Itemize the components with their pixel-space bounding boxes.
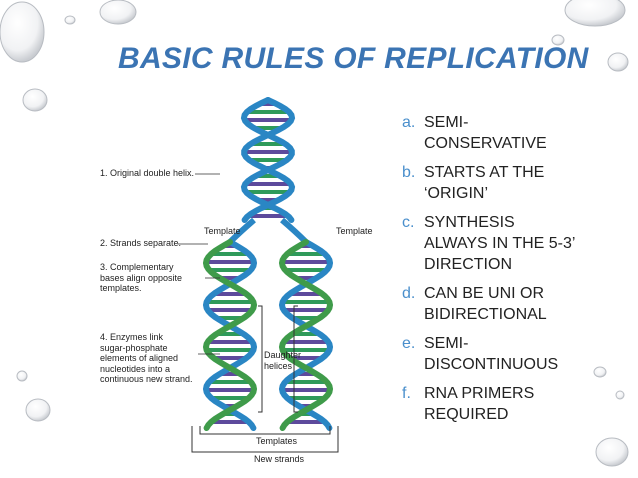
base-pair [298, 412, 313, 416]
base-pair [282, 348, 330, 352]
base-pair [245, 190, 290, 194]
base-pair [292, 316, 320, 320]
rule-item: a. SEMI- CONSERVATIVE [402, 112, 634, 154]
original-helix [240, 97, 296, 223]
base-pair [283, 340, 329, 344]
base-pair [282, 260, 330, 264]
slide-title: BASIC RULES OF REPLICATION [118, 42, 589, 75]
daughter-bracket-left [258, 305, 263, 413]
base-pair [222, 412, 237, 416]
base-pair [249, 158, 287, 162]
step-1-label: 1. Original double helix. [100, 168, 195, 178]
dna-replication-figure: 1. Original double helix. 2. Strands sep… [80, 92, 378, 472]
base-pair [211, 420, 249, 424]
base-pair [209, 380, 251, 384]
rule-item: f. RNA PRIMERS REQUIRED [402, 383, 634, 425]
base-pair [298, 244, 313, 248]
rule-marker: f. [402, 385, 411, 402]
base-pair [246, 110, 290, 114]
base-pair [213, 356, 247, 360]
step-4-label: 4. Enzymes link sugar-phosphate elements… [100, 332, 193, 384]
strand [202, 239, 258, 431]
base-pair [209, 268, 251, 272]
rule-text: CAN BE UNI OR BIDIRECTIONAL [424, 285, 547, 323]
base-pair [206, 388, 254, 392]
base-pair [222, 404, 237, 408]
strand [240, 97, 295, 223]
strand [202, 239, 258, 431]
base-pair [207, 340, 253, 344]
base-pair [216, 332, 244, 336]
base-pair [211, 252, 249, 256]
daughter-helix-right [278, 239, 334, 431]
base-pair [250, 142, 286, 146]
replication-rules-list: a. SEMI- CONSERVATIVE b. STARTS AT THE ‘… [402, 112, 634, 433]
base-pair [245, 182, 291, 186]
base-pair [244, 118, 292, 122]
base-pair [257, 198, 279, 202]
rule-text: RNA PRIMERS REQUIRED [424, 385, 535, 423]
strand [278, 239, 334, 431]
dna-helix-diagram [178, 97, 339, 453]
base-pair [287, 396, 325, 400]
base-pair [289, 356, 323, 360]
strand [241, 97, 296, 223]
base-pair [206, 348, 254, 352]
template-right-label: Template [336, 226, 373, 236]
rule-item: b. STARTS AT THE ‘ORIGIN’ [402, 162, 634, 204]
templates-bottom-label: Templates [256, 436, 298, 446]
base-pair [287, 420, 325, 424]
rule-item: c. SYNTHESIS ALWAYS IN THE 5-3’ DIRECTIO… [402, 212, 634, 275]
base-pair [206, 260, 254, 264]
base-pair [248, 214, 289, 218]
base-pair [211, 396, 249, 400]
template-left-label: Template [204, 226, 241, 236]
step-2-label: 2. Strands separate. [100, 238, 182, 248]
base-pair [292, 332, 320, 336]
new-strands-label: New strands [254, 454, 305, 464]
new-strands-bracket [191, 426, 339, 453]
base-pair [282, 300, 330, 304]
base-pair [259, 102, 277, 106]
rule-marker: c. [402, 214, 415, 231]
rule-marker: b. [402, 164, 416, 181]
fork-strand-right [280, 217, 309, 245]
base-pair [285, 380, 327, 384]
base-pair [295, 276, 317, 280]
rule-item: d. CAN BE UNI OR BIDIRECTIONAL [402, 283, 634, 325]
rule-marker: a. [402, 114, 416, 131]
templates-bracket [199, 426, 331, 435]
base-pair [219, 372, 241, 376]
base-pair [216, 316, 244, 320]
base-pair [255, 174, 281, 178]
strand [278, 239, 334, 431]
base-pair [298, 404, 313, 408]
daughter-bracket-right [293, 305, 298, 413]
base-pair [213, 292, 247, 296]
base-pair [285, 268, 327, 272]
rule-text: SYNTHESIS ALWAYS IN THE 5-3’ DIRECTION [424, 214, 576, 273]
rule-marker: e. [402, 335, 416, 352]
base-pair [282, 388, 330, 392]
base-pair [219, 276, 241, 280]
base-pair [289, 292, 323, 296]
step-3-label: 3. Complementary bases align opposite te… [100, 262, 183, 293]
rule-item: e. SEMI- DISCONTINUOUS [402, 333, 634, 375]
water-drop-icon [0, 0, 629, 467]
rule-text: SEMI- DISCONTINUOUS [424, 335, 559, 373]
base-pair [295, 372, 317, 376]
base-pair [206, 300, 254, 304]
rule-text: SEMI- CONSERVATIVE [424, 114, 547, 152]
base-pair [222, 244, 237, 248]
rule-text: STARTS AT THE ‘ORIGIN’ [424, 164, 545, 202]
rule-marker: d. [402, 285, 416, 302]
daughter-helices-label: Daughter helices [264, 350, 302, 371]
base-pair [283, 308, 329, 312]
base-pair [287, 252, 325, 256]
daughter-helix-left [202, 239, 258, 431]
base-pair [207, 308, 253, 312]
base-pair [253, 126, 283, 130]
base-pair [244, 150, 292, 154]
